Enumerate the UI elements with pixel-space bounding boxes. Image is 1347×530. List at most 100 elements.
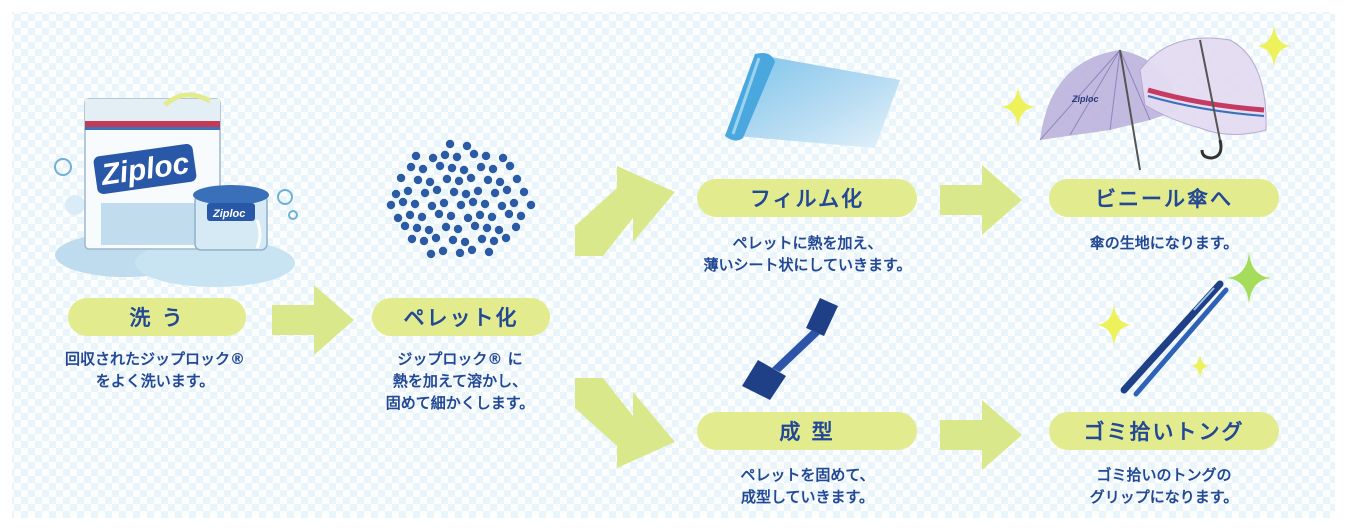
pellet-dot: [511, 222, 521, 232]
pellet-dot: [469, 149, 479, 159]
step-tongs-label: ゴミ拾いトング: [1049, 412, 1279, 450]
pellet-dot: [490, 188, 500, 198]
pellet-dot: [441, 222, 451, 232]
pellet-dot: [482, 223, 492, 233]
pellet-dot: [467, 245, 477, 255]
caption-line: をよく洗います。: [95, 372, 215, 390]
pellet-dot: [516, 211, 526, 221]
caption-line: 熱を加えて溶かし、: [392, 372, 528, 390]
pellet-dot: [446, 211, 456, 221]
pellet-dot: [489, 236, 499, 246]
pellet-dot: [502, 185, 512, 195]
pellet-dot: [454, 176, 464, 186]
svg-text:Ziploc: Ziploc: [1071, 94, 1099, 104]
pellet-dot: [438, 246, 448, 256]
pellet-dot: [487, 212, 497, 222]
pellet-dot: [445, 139, 455, 149]
pellet-dot: [504, 209, 514, 219]
step-molding-label: 成 型: [697, 412, 917, 450]
pellet-dot: [462, 141, 472, 151]
umbrellas-illustration: Ziploc: [1039, 37, 1267, 171]
sparkle-icon: [1227, 252, 1271, 304]
pellet-dot: [494, 225, 504, 235]
caption-line: ペレットに熱を加え、: [732, 234, 883, 252]
pellet-dot: [426, 249, 436, 259]
pellet-dot: [476, 162, 486, 172]
pellet-dot: [417, 212, 427, 222]
caption-line: 固めて細かくします。: [385, 394, 535, 412]
step-wash-description: 回収されたジップロック® をよく洗います。: [20, 348, 290, 392]
caption-line: グリップになります。: [1089, 488, 1239, 506]
pellet-dot: [460, 237, 470, 247]
molded-piece-illustration: [742, 298, 838, 400]
sparkle-icon: [1001, 87, 1035, 127]
pellet-dot: [419, 236, 429, 246]
sparkle-icon: [1257, 25, 1291, 67]
pellet-dot: [470, 221, 480, 231]
pellet-dot: [440, 150, 450, 160]
pellet-dot: [477, 234, 487, 244]
step-film-description: ペレットに熱を加え、 薄いシート状にしていきます。: [655, 232, 960, 276]
pellet-dot: [396, 173, 406, 183]
caption-line: 成型していきます。: [740, 488, 875, 506]
pellet-dot: [466, 173, 476, 183]
pellet-dot: [498, 153, 508, 163]
pellet-dot: [449, 187, 459, 197]
pellet-dot: [393, 213, 403, 223]
pellet-dot: [495, 177, 505, 187]
pellets-illustration: [386, 139, 536, 259]
arrow-right-icon: [940, 165, 1022, 235]
pellet-dot: [481, 151, 491, 161]
pellet-dot: [439, 198, 449, 208]
step-film-label: フィルム化: [697, 179, 917, 217]
pellet-dot: [453, 224, 463, 234]
arrow-right-icon: [272, 285, 354, 355]
pellet-dot: [448, 235, 458, 245]
pellet-dot: [509, 198, 519, 208]
step-umbrella-label: ビニール傘へ: [1049, 179, 1279, 217]
step-molding-description: ペレットを固めて、 成型していきます。: [680, 464, 935, 508]
step-tongs-description: ゴミ拾いのトングの グリップになります。: [1044, 464, 1284, 508]
step-pellet-description: ジップロック® に 熱を加えて溶かし、 固めて細かくします。: [340, 348, 580, 414]
caption-line: ゴミ拾いのトングの: [1096, 466, 1232, 484]
pellet-dot: [434, 209, 444, 219]
pellet-dot: [412, 223, 422, 233]
caption-line: ジップロック® に: [397, 350, 523, 368]
ziploc-products-illustration: Ziploc Ziploc: [54, 92, 298, 287]
pellet-dot: [459, 165, 469, 175]
pellet-dot: [428, 153, 438, 163]
pellet-dot: [403, 186, 413, 196]
bubbles: [54, 158, 298, 287]
pellet-dot: [483, 175, 493, 185]
pellet-dot: [407, 234, 417, 244]
arrow-right-icon: [940, 400, 1022, 470]
film-sheet-illustration: [725, 53, 900, 148]
pellet-dot: [468, 197, 478, 207]
right-umbrella: [1139, 37, 1267, 160]
pellet-dot: [420, 188, 430, 198]
pellet-dot: [456, 200, 466, 210]
pellet-dot: [519, 187, 529, 197]
arrow-down-right-icon: [575, 378, 675, 468]
pellet-dot: [455, 248, 465, 258]
sparkle-icon: [1191, 354, 1209, 378]
pellet-dot: [501, 233, 511, 243]
pellet-dot: [431, 233, 441, 243]
pellet-dot: [391, 189, 401, 199]
pellet-dot: [435, 161, 445, 171]
pellet-dot: [432, 185, 442, 195]
pellet-dot: [475, 210, 485, 220]
pellet-dot: [400, 221, 410, 231]
pellet-dot: [473, 186, 483, 196]
pellet-dot: [413, 175, 423, 185]
pellet-dot: [505, 161, 515, 171]
pellet-dot: [386, 200, 396, 210]
pellet-dot: [461, 189, 471, 199]
sparkle-icon: [1097, 304, 1131, 346]
caption-line: 回収されたジップロック®: [64, 350, 245, 368]
caption-line: ペレットを固めて、: [740, 466, 875, 484]
step-umbrella-description: 傘の生地になります。: [1044, 232, 1284, 254]
pellet-dot: [480, 199, 490, 209]
pellet-dot: [484, 247, 494, 257]
